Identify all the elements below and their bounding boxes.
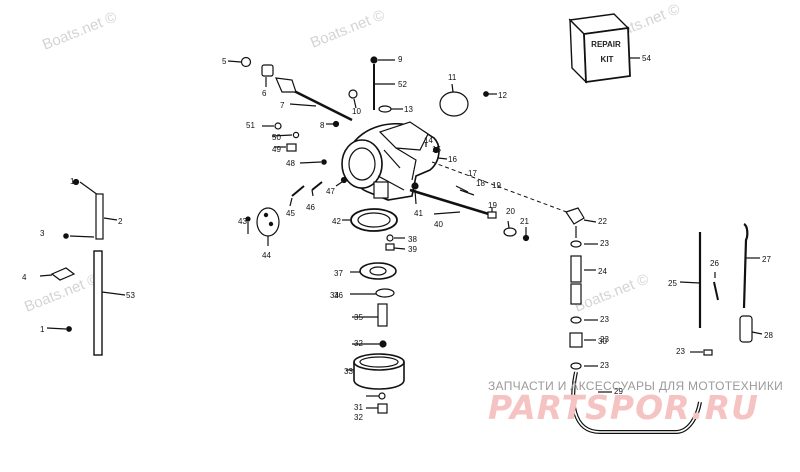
callout-24: 24	[598, 267, 607, 276]
callout-5: 5	[222, 57, 227, 66]
kit-box-line2: KIT	[601, 55, 614, 64]
repair-kit-box	[568, 13, 640, 84]
callout-23: 23	[600, 335, 609, 344]
callout-6: 6	[262, 89, 267, 98]
callout-33: 33	[344, 367, 353, 376]
callout-1: 1	[70, 177, 75, 186]
callout-1: 1	[40, 325, 45, 334]
callout-11: 11	[448, 73, 457, 82]
fuel-line-assembly	[565, 207, 702, 434]
callout-51: 51	[246, 121, 255, 130]
callout-52: 52	[398, 80, 407, 89]
callout-25: 25	[668, 279, 677, 288]
callout-31: 31	[354, 403, 363, 412]
callout-23: 23	[676, 347, 685, 356]
idle-needle-assembly	[370, 56, 403, 113]
throttle-shaft-assembly	[227, 56, 358, 128]
kit-box-line1: REPAIR	[591, 40, 621, 49]
callout-7: 7	[280, 101, 285, 110]
callout-4: 4	[22, 273, 27, 282]
callout-44: 44	[262, 251, 271, 260]
callout-14: 14	[424, 136, 433, 145]
callout-9: 9	[398, 55, 403, 64]
callout-41: 41	[414, 209, 423, 218]
callout-12: 12	[498, 91, 507, 100]
callout-35: 35	[354, 313, 363, 322]
callout-15: 15	[432, 145, 441, 154]
callout-17: 17	[468, 169, 477, 178]
callout-21: 21	[520, 217, 529, 226]
callout-29: 29	[614, 387, 623, 396]
callout-53: 53	[126, 291, 135, 300]
callout-18: 18	[476, 179, 485, 188]
body-screws	[262, 122, 327, 207]
callout-32: 32	[354, 339, 363, 348]
callout-27: 27	[762, 255, 771, 264]
callout-54: 54	[642, 54, 651, 63]
callout-42: 42	[332, 217, 341, 226]
callout-37: 37	[334, 269, 343, 278]
callout-43: 43	[238, 217, 247, 226]
callout-16: 16	[448, 155, 457, 164]
callout-22: 22	[598, 217, 607, 226]
callout-23: 23	[600, 315, 609, 324]
callout-19: 19	[492, 181, 501, 190]
right-rod-assembly	[679, 223, 763, 356]
gasket-and-plate	[245, 207, 398, 246]
callout-36: 36	[334, 291, 343, 300]
callout-46: 46	[306, 203, 315, 212]
brand-subtitle: ЗАПЧАСТИ И АКСЕССУАРЫ ДЛЯ МОТОТЕХНИКИ	[488, 379, 784, 393]
callout-19: 19	[488, 201, 497, 210]
callout-10: 10	[352, 107, 361, 116]
brand-logo: PARTSPOR.RU	[488, 388, 759, 427]
callout-2: 2	[118, 217, 123, 226]
callout-34: 34	[330, 291, 339, 300]
choke-shaft-assembly	[409, 182, 530, 242]
linkage-rod-assembly	[39, 178, 126, 356]
callout-23: 23	[600, 239, 609, 248]
float-bowl-stack	[346, 234, 406, 414]
callout-26: 26	[710, 259, 719, 268]
welch-plug	[439, 83, 497, 117]
callout-49: 49	[272, 145, 281, 154]
callout-13: 13	[404, 105, 413, 114]
callout-8: 8	[320, 121, 325, 130]
callout-30: 30	[598, 337, 607, 346]
callout-48: 48	[286, 159, 295, 168]
callout-38: 38	[408, 235, 417, 244]
callout-20: 20	[506, 207, 515, 216]
callout-23: 23	[600, 361, 609, 370]
callout-45: 45	[286, 209, 295, 218]
callout-39: 39	[408, 245, 417, 254]
callout-50: 50	[272, 133, 281, 142]
carburetor-body	[335, 121, 448, 201]
callout-32: 32	[354, 413, 363, 422]
callout-28: 28	[764, 331, 773, 340]
callout-40: 40	[434, 220, 443, 229]
callout-3: 3	[40, 229, 45, 238]
callout-47: 47	[326, 187, 335, 196]
